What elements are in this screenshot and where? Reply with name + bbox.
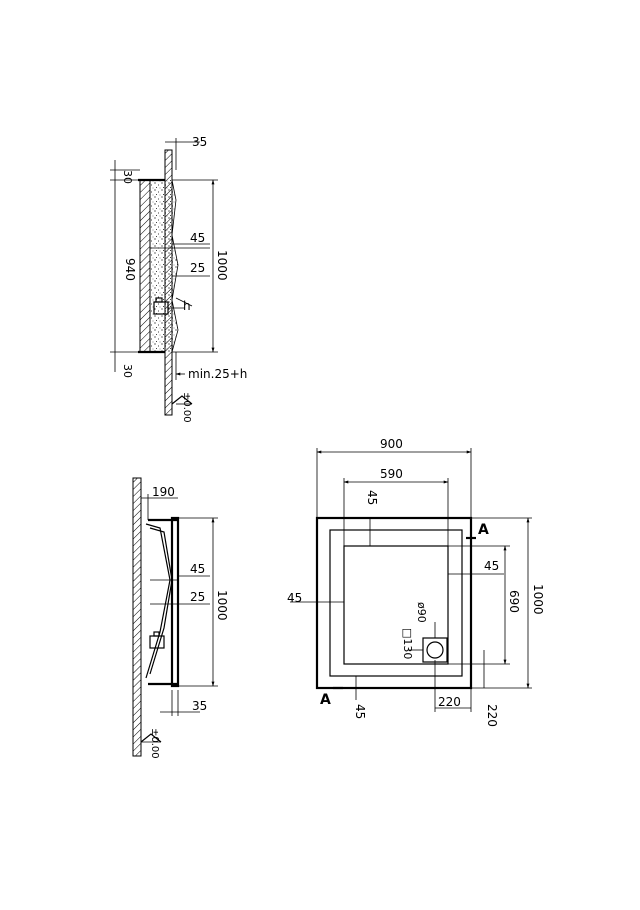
level-top: ±0.00 bbox=[181, 392, 192, 423]
dim-bottom-lip-30: 30 bbox=[121, 364, 134, 378]
drain-offset-y: 220 bbox=[485, 704, 499, 727]
dim-width-900: 900 bbox=[380, 437, 403, 451]
drain-offset-x: 220 bbox=[438, 695, 461, 709]
level-bottom: ±0.00 bbox=[149, 728, 160, 759]
dim-height-1000-plan: 1000 bbox=[531, 584, 545, 615]
wall-bottom-section bbox=[132, 477, 142, 757]
dim-wall-190: 190 bbox=[152, 485, 175, 499]
dim-margin-top-45: 45 bbox=[365, 490, 379, 505]
tray-outline bbox=[315, 516, 473, 690]
drain-circle bbox=[426, 641, 444, 659]
dim-margin-bottom-45: 45 bbox=[353, 704, 367, 719]
dim-h: h bbox=[183, 299, 191, 313]
dim-25-bottom: 25 bbox=[190, 590, 205, 604]
dim-margin-right-45: 45 bbox=[484, 559, 499, 573]
dim-rim-35-bottom: 35 bbox=[192, 699, 207, 713]
drain-diameter: ø90 bbox=[415, 602, 428, 623]
plan-view: 900 590 45 45 45 1000 690 ø90 □130 220 bbox=[287, 437, 545, 727]
dim-height-690: 690 bbox=[507, 590, 521, 613]
tray-basin bbox=[343, 545, 449, 665]
section-mark-bottom: A bbox=[320, 692, 331, 708]
tray-rim bbox=[329, 529, 463, 677]
section-mark-top: A bbox=[478, 522, 489, 538]
dim-total-1000-bottom: 1000 bbox=[215, 590, 229, 621]
dim-25-top: 25 bbox=[190, 261, 205, 275]
dim-width-590: 590 bbox=[380, 467, 403, 481]
dim-inner-940: 940 bbox=[123, 258, 137, 281]
dim-45-top: 45 bbox=[190, 231, 205, 245]
tray-body bbox=[139, 179, 151, 353]
dim-45-bottom: 45 bbox=[190, 562, 205, 576]
screed-edge bbox=[171, 179, 179, 353]
drain-cap bbox=[155, 297, 163, 303]
section-view-top: 35 30 940 30 1000 45 25 h min.25+h ±0.00 bbox=[110, 135, 247, 423]
drain-cap-bottom bbox=[153, 631, 160, 637]
dim-rim-35: 35 bbox=[192, 135, 207, 149]
section-view-bottom: 190 1000 45 25 35 ±0.00 bbox=[132, 477, 229, 759]
drain-square-size: □130 bbox=[401, 628, 414, 659]
dim-margin-left-45: 45 bbox=[287, 591, 302, 605]
tray-front bbox=[170, 516, 180, 688]
screed-fill bbox=[150, 180, 178, 352]
dim-total-1000-top: 1000 bbox=[215, 250, 229, 281]
level-marker-bottom bbox=[140, 733, 162, 743]
min-height-label: min.25+h bbox=[188, 367, 247, 381]
level-marker-top bbox=[171, 395, 193, 405]
dim-top-lip-30: 30 bbox=[121, 170, 134, 184]
